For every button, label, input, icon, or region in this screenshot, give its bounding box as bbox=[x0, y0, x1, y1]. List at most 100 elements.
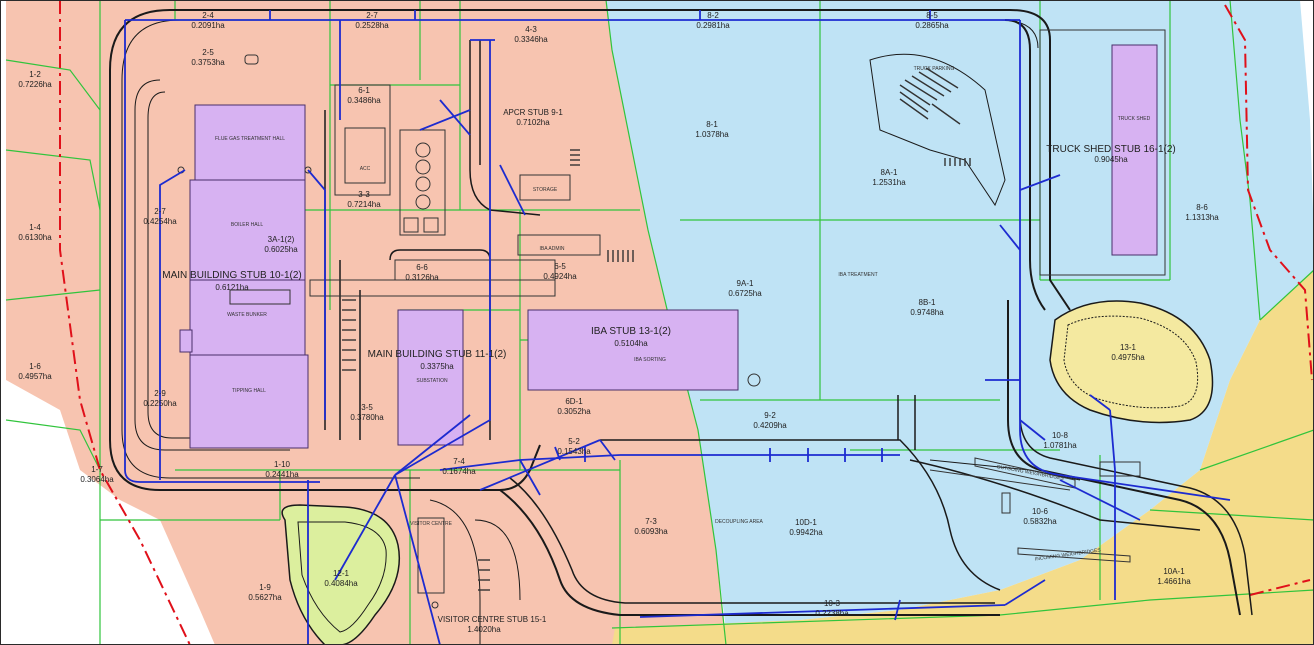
svg-text:0.2441ha: 0.2441ha bbox=[265, 470, 299, 479]
facility-labels: FLUE GAS TREATMENT HALL BOILER HALL WAST… bbox=[215, 66, 1151, 563]
svg-text:0.6121ha: 0.6121ha bbox=[215, 283, 249, 292]
svg-text:1.2531ha: 1.2531ha bbox=[872, 178, 906, 187]
facility-label: DECOUPLING AREA bbox=[715, 519, 763, 525]
building-substation bbox=[397, 309, 464, 446]
parcel-label: 10D-1 bbox=[795, 518, 817, 527]
parcel-label: 4-3 bbox=[525, 25, 537, 34]
site-boundary bbox=[59, 0, 1313, 645]
svg-text:0.3346ha: 0.3346ha bbox=[514, 35, 548, 44]
parcel-label: 7-4 bbox=[453, 457, 465, 466]
svg-text:0.9045ha: 0.9045ha bbox=[1094, 155, 1128, 164]
parcel-label: 1-10 bbox=[274, 460, 291, 469]
facility-label: ACC bbox=[360, 166, 371, 172]
buildings bbox=[179, 44, 1158, 449]
parcel-label: 6-1 bbox=[358, 86, 370, 95]
facility-label: FLUE GAS TREATMENT HALL bbox=[215, 136, 285, 142]
parcel-label: 3A-1(2) bbox=[268, 235, 295, 244]
parcel-labels: 1-2 0.7226ha 1-4 0.6130ha 1-6 0.4957ha 1… bbox=[18, 11, 1219, 618]
svg-text:0.1674ha: 0.1674ha bbox=[442, 467, 476, 476]
svg-text:0.6130ha: 0.6130ha bbox=[18, 233, 52, 242]
svg-text:0.2865ha: 0.2865ha bbox=[915, 21, 949, 30]
island-12-1 bbox=[281, 504, 401, 645]
svg-text:0.9942ha: 0.9942ha bbox=[789, 528, 823, 537]
svg-text:0.3052ha: 0.3052ha bbox=[557, 407, 591, 416]
svg-text:0.2981ha: 0.2981ha bbox=[696, 21, 730, 30]
svg-text:0.5104ha: 0.5104ha bbox=[614, 339, 648, 348]
parcel-label: 9-2 bbox=[764, 411, 776, 420]
stub-label: APCR STUB 9-1 bbox=[503, 108, 563, 117]
parcel-label: 8B-1 bbox=[919, 298, 936, 307]
building-tipping-hall bbox=[189, 354, 309, 449]
parcel-label: 8-1 bbox=[706, 120, 718, 129]
svg-text:0.9748ha: 0.9748ha bbox=[910, 308, 944, 317]
facility-label: IBA SORTING bbox=[634, 357, 666, 363]
svg-text:0.4084ha: 0.4084ha bbox=[324, 579, 358, 588]
facility-label: TRUCK PARKING bbox=[914, 66, 955, 72]
building-iba-sorting bbox=[527, 309, 739, 391]
svg-text:0.3375ha: 0.3375ha bbox=[420, 362, 454, 371]
stub-label: MAIN BUILDING STUB 10-1(2) bbox=[162, 270, 301, 281]
parcel-label: 3-5 bbox=[361, 403, 373, 412]
zone-salmon bbox=[6, 0, 726, 645]
stub-label: TRUCK SHED STUB 16-1(2) bbox=[1046, 144, 1175, 155]
svg-text:1.0378ha: 1.0378ha bbox=[695, 130, 729, 139]
parcel-label: 6-6 bbox=[416, 263, 428, 272]
parcel-label: 1-2 bbox=[29, 70, 41, 79]
parcel-label: 2-5 bbox=[202, 48, 214, 57]
facility-label: IBA ADMIN bbox=[539, 246, 564, 252]
parcel-label: 8-6 bbox=[1196, 203, 1208, 212]
stub-label: VISITOR CENTRE STUB 15-1 bbox=[438, 615, 547, 624]
island-13-1 bbox=[1049, 300, 1214, 424]
svg-text:0.3126ha: 0.3126ha bbox=[405, 273, 439, 282]
svg-text:1.4020ha: 1.4020ha bbox=[467, 625, 501, 634]
facility-label: WASTE BUNKER bbox=[227, 312, 267, 318]
svg-text:0.1543ha: 0.1543ha bbox=[557, 447, 591, 456]
svg-text:0.7226ha: 0.7226ha bbox=[18, 80, 52, 89]
facility-label: BOILER HALL bbox=[231, 222, 263, 228]
parcel-label: 10-8 bbox=[1052, 431, 1069, 440]
parcel-label: 10A-1 bbox=[1163, 567, 1185, 576]
parcel-label: 1-4 bbox=[29, 223, 41, 232]
parcel-label: 2-4 bbox=[202, 11, 214, 20]
parcel-label: 9A-1 bbox=[737, 279, 754, 288]
drainage-network bbox=[124, 10, 1231, 645]
parking-bays bbox=[342, 67, 971, 591]
stub-label: IBA STUB 13-1(2) bbox=[591, 326, 671, 337]
parcel-label: 12-1 bbox=[333, 569, 350, 578]
facility-label: IBA TREATMENT bbox=[838, 272, 877, 278]
svg-text:1.0781ha: 1.0781ha bbox=[1043, 441, 1077, 450]
parcel-lines bbox=[5, 0, 1314, 645]
svg-text:0.4209ha: 0.4209ha bbox=[753, 421, 787, 430]
svg-text:0.7214ha: 0.7214ha bbox=[347, 200, 381, 209]
parcel-label: 8-2 bbox=[707, 11, 719, 20]
svg-text:0.4957ha: 0.4957ha bbox=[18, 372, 52, 381]
parcel-label: 1-6 bbox=[29, 362, 41, 371]
svg-text:0.4975ha: 0.4975ha bbox=[1111, 353, 1145, 362]
svg-text:0.3780ha: 0.3780ha bbox=[350, 413, 384, 422]
svg-text:1.4661ha: 1.4661ha bbox=[1157, 577, 1191, 586]
stub-label: MAIN BUILDING STUB 11-1(2) bbox=[368, 349, 507, 360]
svg-text:0.2528ha: 0.2528ha bbox=[355, 21, 389, 30]
svg-text:0.4924ha: 0.4924ha bbox=[543, 272, 577, 281]
zone-white-cutout bbox=[6, 380, 215, 645]
svg-text:0.3753ha: 0.3753ha bbox=[191, 58, 225, 67]
building-truck-shed bbox=[1111, 44, 1158, 256]
building-small bbox=[179, 329, 193, 353]
parcel-label: 5-2 bbox=[568, 437, 580, 446]
svg-text:0.5832ha: 0.5832ha bbox=[1023, 517, 1057, 526]
parcel-label: 2-7 bbox=[154, 207, 166, 216]
parcel-label: 10-6 bbox=[1032, 507, 1049, 516]
svg-text:0.2091ha: 0.2091ha bbox=[191, 21, 225, 30]
stub-labels: APCR STUB 9-1 0.7102ha TRUCK SHED STUB 1… bbox=[162, 108, 1175, 634]
facility-label: TRUCK SHED bbox=[1118, 116, 1151, 122]
road-layer bbox=[109, 9, 1253, 645]
svg-text:0.3064ha: 0.3064ha bbox=[80, 475, 114, 484]
parcel-label: 8-5 bbox=[926, 11, 938, 20]
parcel-label: 3-3 bbox=[358, 190, 370, 199]
parcel-label: 6D-1 bbox=[565, 397, 583, 406]
building-boiler-hall bbox=[189, 179, 306, 281]
islands bbox=[281, 300, 1214, 645]
parcel-label: 2-9 bbox=[154, 389, 166, 398]
parcel-label: 2-7 bbox=[366, 11, 378, 20]
